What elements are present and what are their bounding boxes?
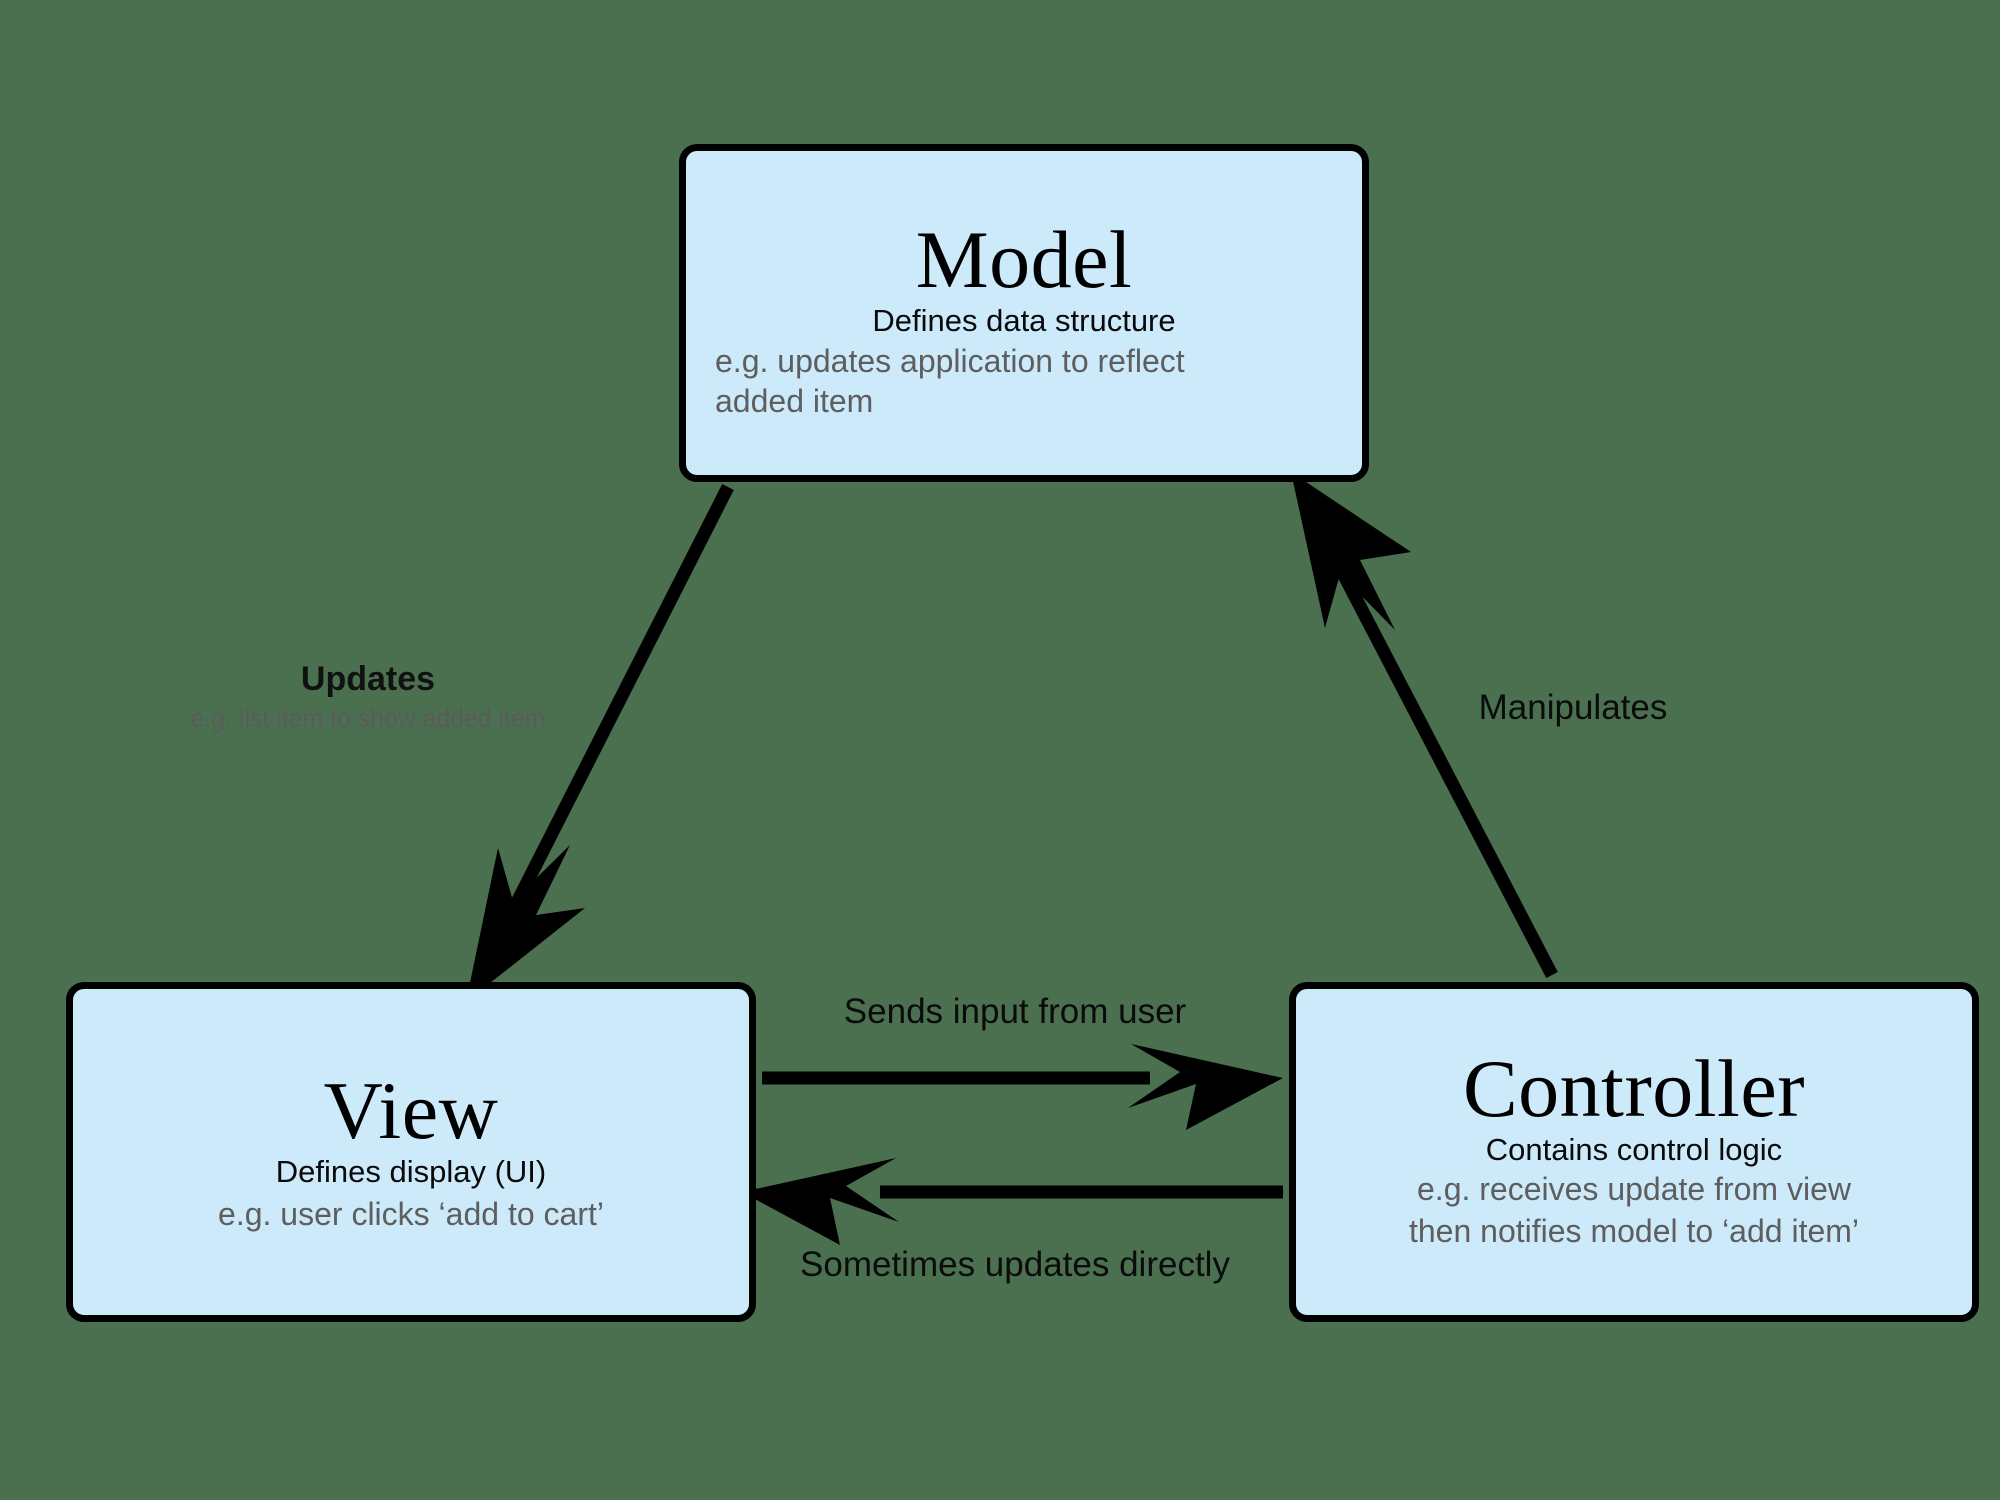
arrow-model-to-view <box>466 484 734 1002</box>
node-model[interactable]: Model Defines data structure e.g. update… <box>679 144 1369 482</box>
node-view-subtitle: Defines display (UI) <box>275 1154 547 1190</box>
edge-label-sends-input-from-user: Sends input from user <box>805 992 1225 1032</box>
node-view-title: View <box>323 1065 499 1157</box>
node-controller-example: e.g. receives update from view then noti… <box>1408 1171 1860 1249</box>
node-model-example: e.g. updates application to reflect adde… <box>715 342 1185 419</box>
node-view[interactable]: View Defines display (UI) e.g. user clic… <box>66 982 756 1322</box>
node-view-example: e.g. user clicks ‘add to cart’ <box>218 1195 604 1232</box>
edge-label-updates-text: Updates <box>300 660 436 698</box>
edge-label-sometimes-updates-directly: Sometimes updates directly <box>770 1245 1260 1285</box>
edge-label-updates: Updates e.g. list item to show added ite… <box>168 660 568 734</box>
edge-label-updates-example: e.g. list item to show added item <box>190 703 546 733</box>
arrow-controller-to-view <box>742 1158 1283 1245</box>
edge-label-manipulates: Manipulates <box>1443 688 1703 728</box>
node-controller-title: Controller <box>1462 1042 1806 1134</box>
arrow-view-to-controller <box>762 1044 1283 1130</box>
edge-label-sometimes-text: Sometimes updates directly <box>800 1245 1230 1284</box>
node-model-subtitle: Defines data structure <box>872 303 1176 339</box>
node-controller-subtitle: Contains control logic <box>1485 1131 1783 1167</box>
edge-label-manipulates-text: Manipulates <box>1478 688 1668 727</box>
node-model-title: Model <box>915 214 1133 306</box>
node-controller[interactable]: Controller Contains control logic e.g. r… <box>1289 982 1979 1322</box>
edge-label-sends-input-text: Sends input from user <box>843 992 1187 1031</box>
